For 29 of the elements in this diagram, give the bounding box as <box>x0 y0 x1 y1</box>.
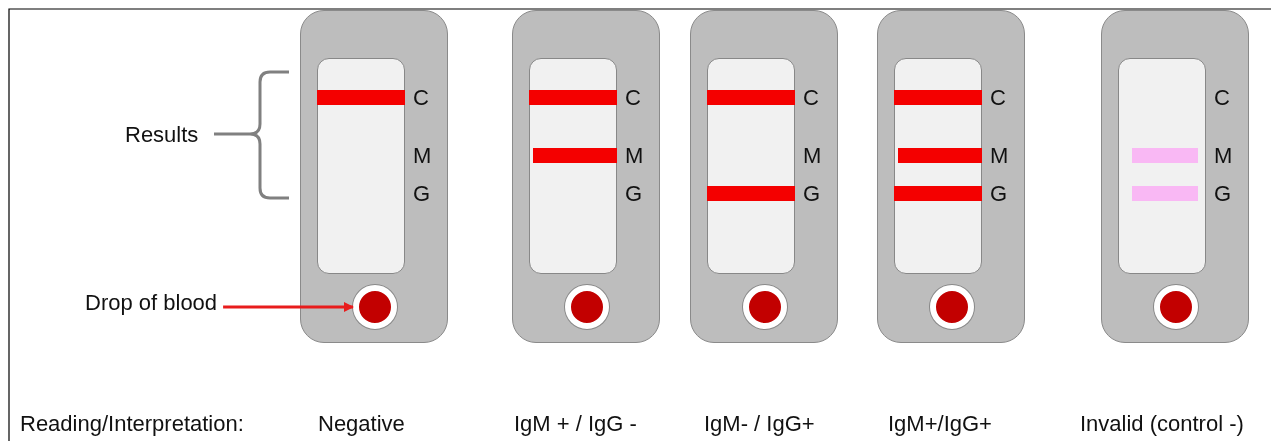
bracket-label: Results <box>125 122 199 148</box>
line-letter: M <box>803 143 822 169</box>
sample-well <box>565 285 609 329</box>
line-letter: G <box>1214 181 1232 207</box>
sample-well <box>1154 285 1198 329</box>
result-caption: Negative <box>318 411 405 437</box>
row-heading: Reading/Interpretation: <box>20 411 244 437</box>
result-caption: IgM+/IgG+ <box>888 411 992 437</box>
line-letter: M <box>413 143 432 169</box>
arrow <box>223 302 354 312</box>
line-letter: M <box>990 143 1009 169</box>
line-letter: C <box>625 85 641 111</box>
result-caption: IgM- / IgG+ <box>704 411 815 437</box>
line-letter: C <box>803 85 819 111</box>
line-letter: C <box>1214 85 1230 111</box>
line-letter: M <box>625 143 644 169</box>
line-letter: M <box>1214 143 1233 169</box>
line-letter: G <box>625 181 643 207</box>
result-caption: IgM + / IgG - <box>514 411 637 437</box>
line-letter: G <box>803 181 821 207</box>
line-letter: C <box>413 85 429 111</box>
line-letter: C <box>990 85 1006 111</box>
sample-well <box>743 285 787 329</box>
result-caption: Invalid (control -) <box>1080 411 1244 437</box>
sample-well <box>930 285 974 329</box>
line-letter: G <box>413 181 431 207</box>
line-letter: G <box>990 181 1008 207</box>
callout-label: Drop of blood <box>85 290 218 316</box>
blood-well <box>353 285 397 329</box>
